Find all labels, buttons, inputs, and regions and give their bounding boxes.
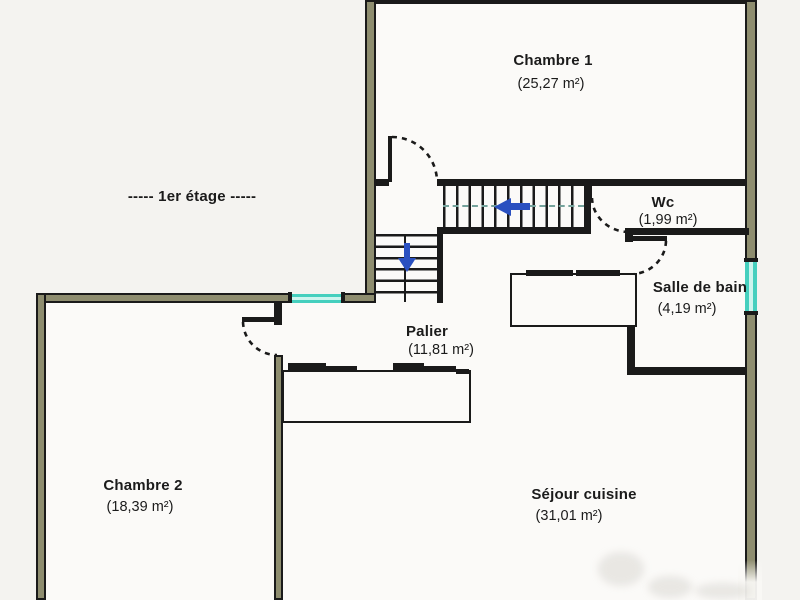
watermark-blob xyxy=(695,583,750,599)
room-area-wc: (1,99 m²) xyxy=(638,212,698,228)
wall-chambre1-south-stub xyxy=(374,179,389,186)
room-area-palier: (11,81 m²) xyxy=(408,342,474,358)
wall-stair-east xyxy=(584,179,591,234)
wall-fade xyxy=(738,560,762,600)
door-arc-chambre-2 xyxy=(241,321,278,357)
stair-arrow-down-icon xyxy=(398,243,416,272)
room-area-chambre-2: (18,39 m²) xyxy=(106,499,174,515)
door-arc-salle-de-bain xyxy=(633,240,668,276)
wall-chambre1-south xyxy=(437,179,747,186)
wall-chambre2-door-stub xyxy=(274,303,282,325)
floor-label: ----- 1er étage ----- xyxy=(127,188,257,205)
wall-top xyxy=(365,0,757,4)
window-west-icon xyxy=(292,294,342,303)
wall-wc-south xyxy=(625,228,749,235)
wall-west-lower xyxy=(36,293,46,600)
room-area-salle-de-bain: (4,19 m²) xyxy=(657,301,717,317)
room-label-palier: Palier xyxy=(405,323,449,340)
window-east-icon xyxy=(745,262,757,312)
wall-chambre2-sejour xyxy=(274,355,283,600)
closet-palier-east xyxy=(510,273,637,327)
door-leaf-chambre-1 xyxy=(388,136,392,182)
wall-sdb-south xyxy=(627,367,747,375)
room-label-sejour-cuisine: Séjour cuisine xyxy=(531,486,637,503)
closet-door-tab xyxy=(526,270,573,276)
room-label-salle-de-bain: Salle de bain xyxy=(652,279,748,296)
watermark-blob xyxy=(598,552,644,586)
wall-stair-south xyxy=(437,227,591,234)
room-label-chambre-1: Chambre 1 xyxy=(513,52,593,69)
closet-door-tab xyxy=(456,369,469,374)
window-cap xyxy=(341,292,345,303)
door-leaf-salle-de-bain xyxy=(631,236,667,241)
closet-door-tab xyxy=(393,363,424,371)
door-leaf-chambre-2 xyxy=(242,317,276,322)
room-area-sejour-cuisine: (31,01 m²) xyxy=(535,508,603,524)
room-area-chambre-1: (25,27 m²) xyxy=(517,76,585,92)
wall-wc-south-jog xyxy=(625,228,633,242)
room-fill-chambre-1 xyxy=(376,4,745,186)
wall-stair-lower-east xyxy=(437,227,443,303)
window-cap xyxy=(288,292,292,303)
watermark-blob xyxy=(648,576,692,598)
window-cap xyxy=(744,311,758,315)
door-leaf-wc xyxy=(586,186,592,200)
closet-palier-south xyxy=(282,370,471,423)
closet-door-tab xyxy=(576,270,620,276)
window-cap xyxy=(744,258,758,262)
stair-arrow-left-icon xyxy=(494,198,530,216)
closet-door-tab xyxy=(424,366,456,372)
closet-door-tab xyxy=(288,363,326,371)
room-label-wc: Wc xyxy=(651,194,675,211)
room-label-chambre-2: Chambre 2 xyxy=(103,477,183,494)
door-arc-chambre-1 xyxy=(391,135,439,182)
closet-door-tab xyxy=(326,366,357,372)
door-arc-wc xyxy=(590,197,630,234)
